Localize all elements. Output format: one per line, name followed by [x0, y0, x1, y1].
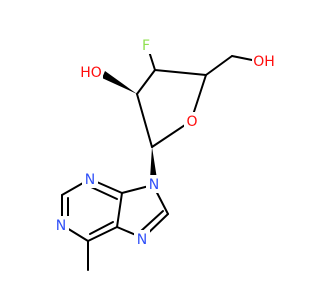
nitrogen-n9-label: N: [149, 177, 159, 193]
bond-c5-o5: [231, 55, 253, 61]
wedge-c1-n9: [150, 147, 157, 179]
bond-c4-c5: [205, 55, 233, 76]
nitrogen-n7-label: N: [137, 232, 147, 248]
bond-c6-c5: [87, 226, 118, 242]
molecule-structure: F HO O OH N N N N: [55, 38, 275, 271]
hydroxyl-side-label: OH: [253, 54, 275, 70]
nitrogen-n3-label: N: [85, 172, 95, 188]
bond-c1-c2: [136, 93, 153, 148]
wedge-c2-oh: [102, 71, 137, 94]
ring-oxygen-label: O: [186, 114, 197, 130]
bond-c4-n3-double: [90, 186, 118, 200]
fluorine-label: F: [142, 38, 150, 54]
bond-c6-c5-double: [89, 221, 114, 235]
nitrogen-n1-label: N: [56, 218, 66, 234]
bond-c8-n7-double: [140, 210, 164, 232]
bond-c3-c4: [154, 69, 207, 76]
bond-c2-c3: [136, 69, 156, 95]
hydroxyl-ring-label: HO: [80, 65, 102, 81]
bond-c5-c4: [116, 192, 123, 228]
